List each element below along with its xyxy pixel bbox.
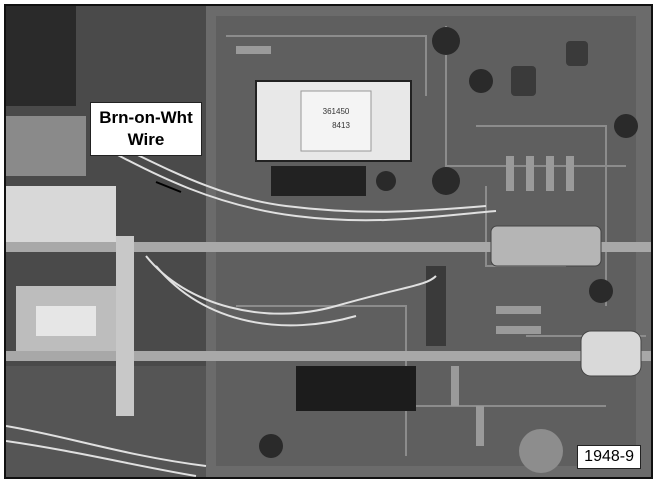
white-bracket (6, 186, 116, 246)
wire-bundle (6, 135, 497, 477)
chassis-block (6, 116, 86, 176)
figure-number: 1948-9 (577, 445, 641, 469)
callout-arrow (155, 181, 182, 193)
circuit-board-illustration: 361450 8413 (6, 6, 651, 477)
circuit-board-photo: 361450 8413 (4, 4, 653, 479)
wire-harness-area (6, 366, 206, 477)
resistors (236, 46, 574, 446)
ic-marking-line1: 361450 (323, 107, 350, 116)
wire-callout-label: Brn-on-Wht Wire (90, 102, 202, 156)
lower-shaft (6, 351, 651, 361)
capacitors (259, 27, 638, 458)
shaft-coupler (490, 225, 602, 267)
upper-shaft (6, 242, 651, 252)
large-capacitor (519, 429, 563, 473)
relay-label (36, 306, 96, 336)
transistors (426, 41, 588, 346)
chassis-corner (6, 6, 76, 106)
dip-ic-upper (271, 166, 366, 196)
vertical-bracket (116, 236, 134, 416)
shaft-clamp (580, 330, 642, 377)
callout-line1: Brn-on-Wht (99, 108, 193, 127)
ic-label-area (300, 90, 372, 152)
ic-marking-line2: 8413 (332, 121, 350, 130)
dip-ic-lower (296, 366, 416, 411)
callout-line2: Wire (127, 130, 165, 149)
